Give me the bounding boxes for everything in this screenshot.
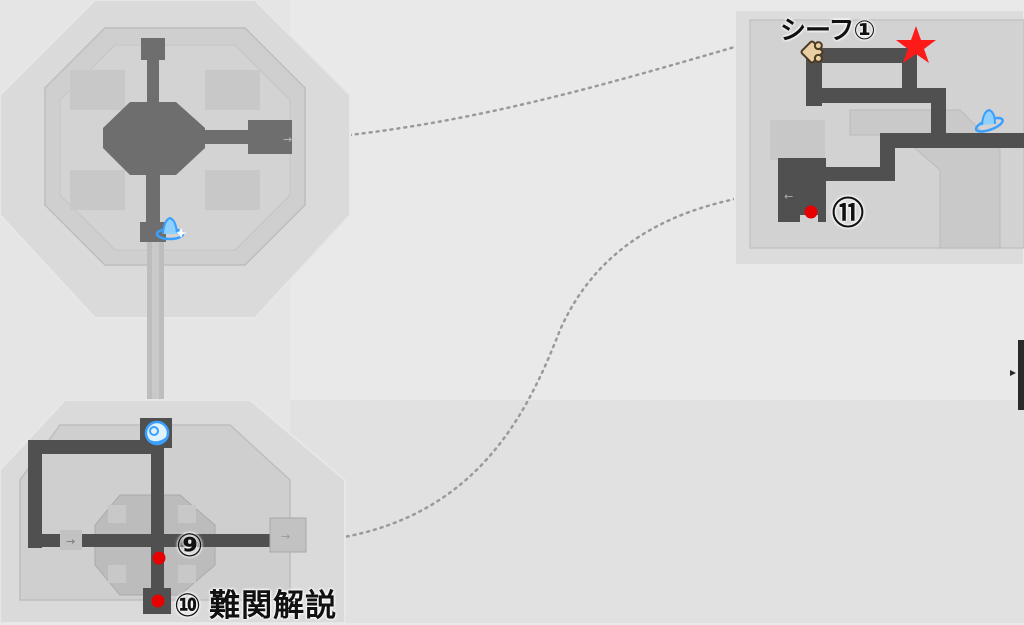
route-paths	[298, 26, 1024, 544]
teleport-anchor-icon	[155, 216, 187, 241]
lower-zone-shade	[290, 400, 1024, 623]
puzzle-piece-icon	[800, 40, 824, 64]
door-arrow-icon: ←	[784, 190, 793, 203]
marker-label-9: ⑨	[176, 526, 204, 564]
red-star-icon	[896, 26, 936, 63]
red-dot-icon	[152, 551, 166, 565]
marker-label-11: ⑪	[832, 194, 865, 232]
edge-marker-icon	[1010, 340, 1024, 410]
space-anchor-icon	[144, 420, 170, 446]
marker-label-thief: シーフ①	[780, 16, 875, 46]
teleport-anchor-icon	[974, 108, 1004, 133]
marker-label-10-note: 難関解説	[209, 588, 338, 624]
room-bottom-left: → →	[0, 399, 346, 623]
route-bottom-to-11	[303, 191, 772, 544]
red-dot-icon	[151, 594, 165, 608]
red-dot-icon	[804, 205, 818, 219]
door-arrow-icon: →	[281, 530, 290, 543]
room-top-left: →	[0, 0, 351, 319]
room-top-right: ←	[734, 9, 1024, 266]
door-arrow-icon: →	[66, 535, 75, 548]
door-arrow-icon: →	[283, 133, 292, 146]
route-top-left-to-thief	[298, 26, 802, 142]
marker-label-10-number: ⑩	[174, 586, 202, 624]
